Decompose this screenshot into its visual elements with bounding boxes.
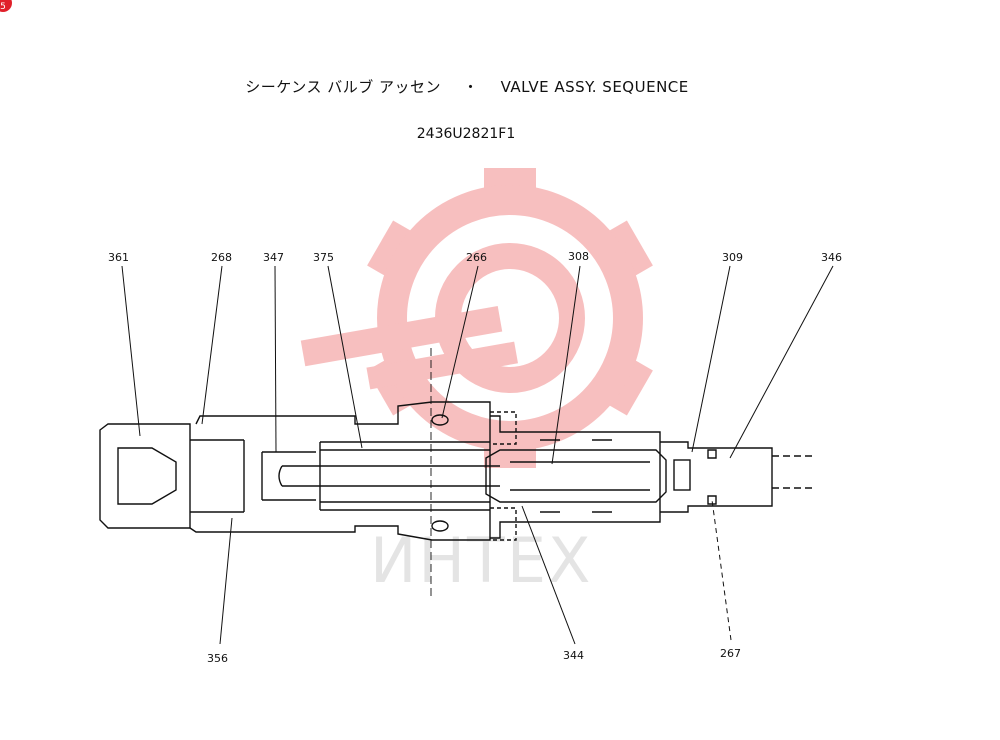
page-title: シーケンス バルブ アッセン ・ VALVE ASSY. SEQUENCE: [0, 76, 1000, 97]
title-separator: ・: [463, 78, 479, 96]
valve-body: [99, 348, 812, 596]
watermark: ИНТЕХ: [300, 168, 653, 597]
title-japanese: シーケンス バルブ アッセン: [245, 78, 442, 96]
callout-266: 266: [466, 251, 487, 264]
callout-309: 309: [722, 251, 743, 264]
callout-344: 344: [563, 649, 584, 662]
corner-badge: 5: [0, 0, 12, 12]
watermark-gear-icon: [300, 168, 653, 468]
part-number: 2436U2821F1: [416, 126, 516, 142]
callout-356: 356: [207, 652, 228, 665]
leader-lines: [121, 265, 834, 645]
callout-375: 375: [313, 251, 334, 264]
callout-347: 347: [263, 251, 284, 264]
title-english: VALVE ASSY. SEQUENCE: [500, 78, 689, 96]
callout-268: 268: [211, 251, 232, 264]
callout-308: 308: [568, 250, 589, 263]
callout-361: 361: [108, 251, 129, 264]
callout-267: 267: [720, 647, 741, 660]
callouts: 361 268 347 375 266 308 309 346 356 344 …: [108, 250, 842, 665]
callout-346: 346: [821, 251, 842, 264]
